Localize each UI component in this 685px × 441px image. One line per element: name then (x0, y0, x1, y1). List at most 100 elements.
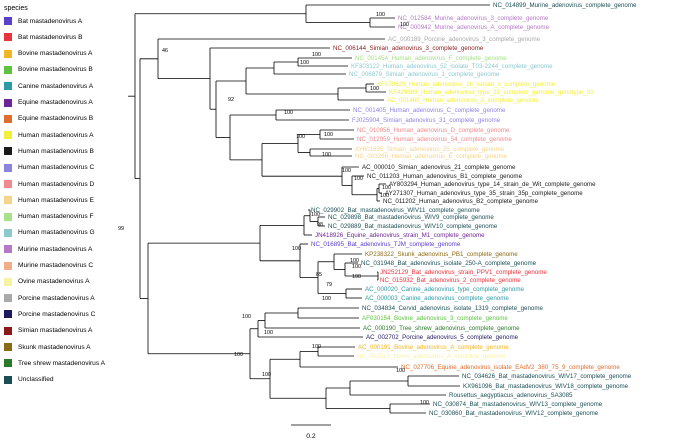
leaf-label: KX961096_Bat_mastadenovirus_WIV18_comple… (463, 383, 629, 390)
legend-swatch (4, 131, 12, 140)
legend-swatch (4, 98, 12, 107)
leaf-label: Rousettus_aegyptiacus_adenovirus_SA3085 (449, 392, 573, 399)
bootstrap-value: 100 (342, 168, 351, 174)
bootstrap-value: 100 (350, 258, 359, 264)
legend-item: Simian mastadenovirus A (4, 325, 92, 337)
leaf-label: NC_016895_Bat_adenovirus_TJM_complete_ge… (311, 241, 461, 248)
legend-item: Human mastadenovirus B (4, 145, 94, 157)
legend-item: Bovine mastadenovirus B (4, 64, 93, 76)
legend-label: Unclassified (18, 376, 54, 384)
legend-swatch (4, 180, 12, 188)
bootstrap-value: 100 (262, 372, 271, 378)
legend-item: Bat mastadenovirus A (4, 15, 82, 27)
bootstrap-value: 100 (420, 400, 429, 406)
leaf-label: NC_034834_Cervid_adenovirus_isolate_1319… (362, 305, 543, 312)
legend-swatch (4, 49, 12, 58)
leaf-label: NC_003266_Human_adenovirus_E_complete_ge… (355, 153, 508, 160)
bootstrap-value: 85 (316, 272, 322, 278)
leaf-label: NC_030874_Bat_mastadenovirus_WIV13_compl… (433, 401, 603, 408)
legend-item: Porcine mastadenovirus C (4, 308, 95, 320)
leaf-label: AC_000020_Canine_adenovirus_type_complet… (365, 286, 524, 293)
legend-label: Bovine mastadenovirus B (18, 66, 93, 74)
legend-item: Bat mastadenovirus B (4, 31, 83, 43)
legend-label: Equine mastadenovirus A (18, 99, 93, 106)
leaf-label: AC_000189_Porcine_adenovirus_3_complete_… (388, 36, 541, 43)
leaf-label: AC_002702_Porcine_adenovirus_5_complete_… (366, 334, 519, 341)
legend-item: Murine mastadenovirus C (4, 260, 93, 272)
bootstrap-value: 100 (352, 274, 361, 280)
legend-item: Murine mastadenovirus A (4, 243, 92, 255)
legend-item: Tree shrew mastadenovirus A (4, 357, 105, 369)
leaf-label: NC_011203_Human_adenovirus_B1_complete_g… (367, 173, 523, 180)
legend-item: Equine mastadenovirus A (4, 97, 93, 109)
leaf-label: AC_000190_Tree_shrew_adenovirus_complete… (363, 325, 520, 332)
legend-swatch (4, 196, 12, 205)
bootstrap-value: 100 (296, 134, 305, 140)
legend-swatch (4, 33, 12, 42)
legend-label: Simian mastadenovirus A (18, 327, 93, 335)
legend-label: Murine mastadenovirus C (18, 262, 94, 269)
legend-label: Ovine mastadenovirus A (18, 278, 90, 286)
legend-swatch (4, 114, 12, 123)
leaf-label: AY803294_Human_adenovirus_type_14_strain… (389, 181, 596, 188)
leaf-label: AY271307_Human_adenovirus_type_35_strain… (385, 190, 583, 197)
leaf-label: NC_012584_Murine_adenovirus_3_complete_g… (398, 15, 549, 22)
legend-swatch (4, 228, 12, 237)
legend-label: Porcine mastadenovirus C (18, 310, 96, 318)
leaf-label: AC_000010_Simian_adenovirus_21_complete_… (362, 164, 516, 171)
legend-label: Bat mastadenovirus B (18, 33, 83, 41)
legend-item: Unclassified (4, 374, 54, 386)
bootstrap-value: 100 (370, 86, 379, 92)
leaf-label: NC_029889_Bat_mastadenovirus_WIV10_compl… (328, 223, 498, 230)
legend-label: Skunk mastadenovirus A (18, 343, 91, 351)
legend-swatch (4, 277, 12, 286)
leaf-label: NC_010956_Human_adenovirus_D_complete_ge… (357, 127, 510, 134)
bootstrap-value: 100 (400, 22, 409, 28)
leaf-label: NC_011202_Human_adenovirus_B2_complete_g… (383, 198, 539, 205)
legend-label: Human mastadenovirus G (18, 229, 95, 237)
legend-label: Human mastadenovirus E (18, 196, 94, 204)
leaf-label: NC_031948_Bat_adenovirus_isolate_250-A_c… (361, 260, 537, 267)
legend-label: Canine mastadenovirus A (18, 82, 94, 90)
legend-swatch (4, 375, 12, 384)
leaf-label: AC_000191_Bovine_adenovirus_A_complete_g… (358, 344, 509, 351)
bootstrap-value: 100 (396, 368, 405, 374)
bootstrap-value: 100 (300, 60, 309, 66)
leaf-label: NC_014899_Murine_adenovirus_complete_gen… (493, 2, 637, 9)
legend-label: Murine mastadenovirus A (18, 245, 93, 253)
leaf-label: AC_000003_Canine_adenovirus_complete_gen… (365, 295, 509, 302)
legend-item: Human mastadenovirus F (4, 211, 94, 223)
bootstrap-value: 46 (162, 48, 168, 54)
legend-swatch (4, 212, 12, 221)
species-legend: species Bat mastadenovirus A Bat mastaden… (0, 0, 150, 441)
leaf-label: JN418926_Equine_adenovirus_strain_M1_com… (315, 232, 485, 239)
bootstrap-value: 92 (228, 97, 234, 103)
legend-item: Canine mastadenovirus A (4, 80, 93, 92)
legend-label: Human mastadenovirus B (18, 147, 94, 155)
legend-item: Human mastadenovirus A (4, 129, 94, 141)
leaf-label: NC_001405_Human_adenovirus_C_complete_ge… (353, 107, 506, 114)
leaf-label: AF030154_Bovine_adenovirus_3_complete_ge… (362, 315, 508, 322)
leaf-label: NC_029898_Bat_mastadenovirus_WIV9_comple… (328, 214, 494, 221)
legend-swatch (4, 65, 12, 74)
leaf-label: KF429889_Human_adenovirus_type_31_comple… (389, 89, 594, 96)
bootstrap-value: 100 (311, 212, 320, 218)
legend-item: Human mastadenovirus E (4, 194, 94, 206)
legend-label: Bovine mastadenovirus A (18, 50, 93, 58)
leaf-label: NC_002513_Ovine_adenovirus_A_complete_ge… (357, 353, 506, 360)
legend-title: species (4, 5, 28, 12)
legend-swatch (4, 359, 12, 368)
legend-swatch (4, 147, 12, 156)
bootstrap-value: 100 (380, 193, 389, 199)
bootstrap-value: 99 (118, 226, 124, 232)
legend-label: Bat mastadenovirus A (18, 17, 83, 25)
legend-swatch (4, 310, 12, 319)
leaf-label: JN252129_Bat_adenovirus_strain_PPV1_comp… (380, 269, 547, 276)
legend-label: Equine mastadenovirus B (18, 115, 94, 123)
legend-item: Bovine mastadenovirus A (4, 48, 92, 60)
bootstrap-value: 100 (354, 176, 363, 182)
legend-item: Skunk mastadenovirus A (4, 341, 91, 353)
scale-bar-label: 0.2 (306, 433, 316, 440)
leaf-label: NC_027706_Equine_adenovirus_isolate_EAdV… (401, 364, 620, 371)
